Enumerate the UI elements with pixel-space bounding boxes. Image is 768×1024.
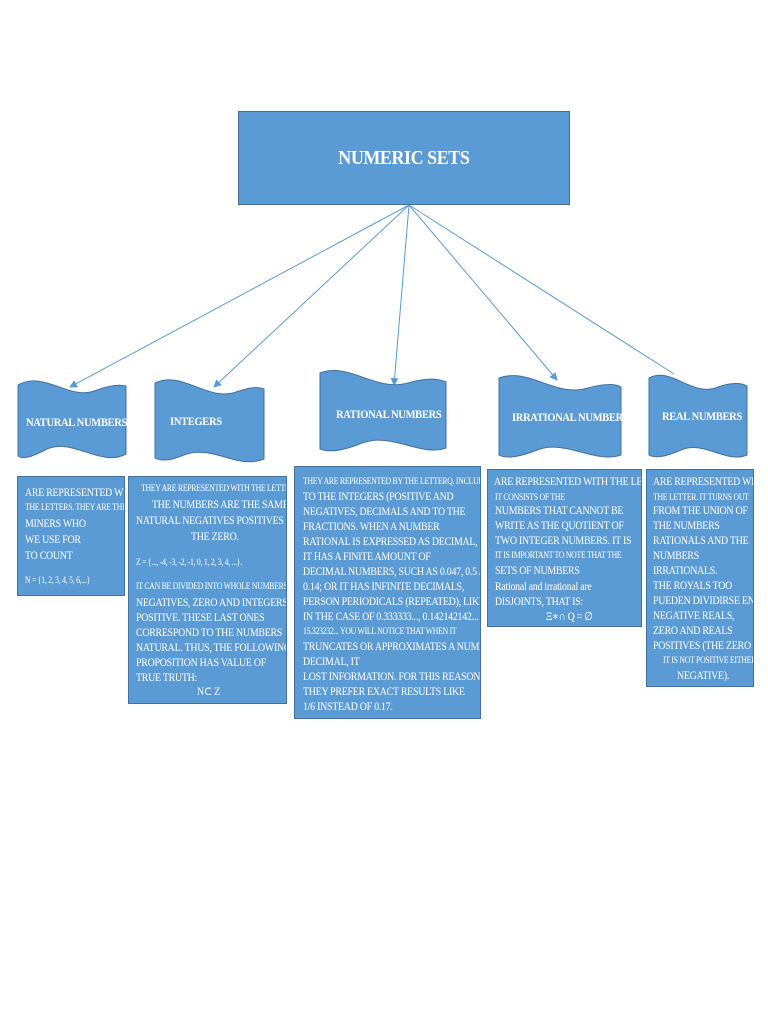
irrational-numbers-description: ARE REPRESENTED WITH THE LETTER Q*. IT C… <box>487 469 642 627</box>
text-line: THEY ARE REPRESENTED BY THE LETTERQ. INC… <box>303 476 481 486</box>
connectors <box>69 204 675 388</box>
diagram-title: NUMERIC SETS <box>338 146 470 169</box>
text-line: PUEDEN DIVIDIRSE EN <box>653 595 754 607</box>
text-line: NEGATIVE REALS, <box>653 610 735 622</box>
banner-rational-numbers <box>319 370 447 452</box>
text-line: THE NUMBERS ARE THE SAME <box>152 499 287 511</box>
text-line: 15.323232... YOU WILL NOTICE THAT WHEN I… <box>303 626 457 636</box>
text-line: TWO INTEGER NUMBERS. IT IS <box>495 535 632 547</box>
text-line: ARE REPRESENTED WITH THE LETTER Q*. <box>494 476 642 488</box>
text-line: IRRATIONALS. <box>653 565 718 577</box>
text-line: 1/6 INSTEAD OF 0.17. <box>303 701 393 713</box>
connector-real-numbers <box>408 204 675 375</box>
text-line: IT IS NOT POSITIVE EITHER <box>663 655 754 665</box>
text-line: ZERO AND REALS <box>653 625 733 637</box>
text-line: CORRESPOND TO THE NUMBERS <box>136 627 283 639</box>
text-line: Z = {..., -4, -3, -2, -1, 0, 1, 2, 3, 4,… <box>136 557 242 567</box>
label-real-numbers: REAL NUMBERS <box>662 409 742 423</box>
text-line: IT HAS A FINITE AMOUNT OF <box>303 551 431 563</box>
title-box: NUMERIC SETS <box>238 111 570 205</box>
text-line: ARE REPRESENTED WITH <box>25 487 124 499</box>
category-banners <box>17 370 748 463</box>
connector-irrational-numbers <box>408 204 558 381</box>
connector-rational-numbers <box>390 204 410 386</box>
text-line: Rational and irrational are <box>495 581 592 593</box>
text-line: THE ZERO. <box>191 531 239 543</box>
text-line: RATIONAL IS EXPRESSED AS DECIMAL, <box>303 536 478 548</box>
text-line: NATURAL NEGATIVES POSITIVES , AND <box>136 515 286 527</box>
text-line: NEGATIVES, DECIMALS AND TO THE <box>303 506 466 518</box>
text-line: IT CONSISTS OF THE <box>495 492 565 502</box>
text-line: N = {1, 2, 3, 4, 5, 6,...} <box>25 575 90 585</box>
text-line: ARE REPRESENTED WITH <box>653 476 754 488</box>
natural-numbers-description: ARE REPRESENTED WITH THE LETTERS. THEY A… <box>17 476 125 596</box>
banner-irrational-numbers <box>498 375 622 458</box>
text-line: IT CAN BE DIVIDED INTO WHOLE NUMBERS <box>136 581 287 591</box>
text-line: THE LETTER. IT TURNS OUT <box>653 492 749 502</box>
text-line: NEGATIVES, ZERO AND INTEGERS <box>136 597 287 609</box>
text-line: FROM THE UNION OF <box>653 505 748 517</box>
rational-numbers-description: THEY ARE REPRESENTED BY THE LETTERQ. INC… <box>294 466 481 719</box>
text-line: LOST INFORMATION. FOR THIS REASON <box>303 671 481 683</box>
text-line: FRACTIONS. WHEN A NUMBER <box>303 521 440 533</box>
integers-description: THEY ARE REPRESENTED WITH THE LETTERZ. T… <box>128 476 287 704</box>
text-line: NUMBERS THAT CANNOT BE <box>495 505 624 517</box>
connector-natural-numbers <box>69 204 410 388</box>
text-line: THE LETTERS. THEY ARE THE <box>25 502 125 512</box>
text-line: IT IS IMPORTANT TO NOTE THAT THE <box>495 550 622 560</box>
label-rational-numbers: RATIONAL NUMBERS <box>336 407 442 421</box>
text-line: 0.14; OR IT HAS INFINITE DECIMALS, <box>303 581 465 593</box>
banner-natural-numbers <box>17 380 127 459</box>
text-line: DISJOINTS, THAT IS: <box>495 596 583 608</box>
text-line: RATIONALS AND THE <box>653 535 749 547</box>
text-line: WE USE FOR <box>25 534 81 546</box>
text-line: IN THE CASE OF 0.333333..., 0.142142142.… <box>303 611 481 623</box>
text-line: PROPOSITION HAS VALUE OF <box>136 657 267 669</box>
text-line: TRUNCATES OR APPROXIMATES A NUMBER <box>303 641 481 653</box>
text-line: NEGATIVE). <box>677 670 730 682</box>
text-line: DECIMAL NUMBERS, SUCH AS 0.047, 0.5 AND <box>303 566 481 578</box>
text-line: THEY PREFER EXACT RESULTS LIKE <box>303 686 465 698</box>
text-line: NUMBERS <box>653 550 700 562</box>
label-irrational-numbers: IRRATIONAL NUMBERS <box>512 410 629 424</box>
text-line: WRITE AS THE QUOTIENT OF <box>495 520 624 532</box>
text-line: TO THE INTEGERS (POSITIVE AND <box>303 491 454 503</box>
text-line: SETS OF NUMBERS <box>495 565 580 577</box>
label-integers: INTEGERS <box>170 414 222 428</box>
text-line: Ξ∗∩ Q = ∅ <box>546 611 593 623</box>
text-line: TO COUNT <box>25 550 73 562</box>
text-line: MINERS WHO <box>25 518 86 530</box>
text-line: POSITIVES (THE ZERO <box>653 640 751 652</box>
text-line: N⊂ Z <box>197 686 220 698</box>
banner-integers <box>154 379 265 463</box>
text-line: PERSON PERIODICALS (REPEATED), LIKE <box>303 596 481 608</box>
real-numbers-description: ARE REPRESENTED WITH THE LETTER. IT TURN… <box>646 469 754 687</box>
connector-integers <box>213 204 410 388</box>
text-line: THE NUMBERS <box>653 520 720 532</box>
text-line: THEY ARE REPRESENTED WITH THE LETTERZ. <box>141 483 287 493</box>
text-line: TRUE TRUTH: <box>136 672 197 684</box>
text-line: DECIMAL, IT <box>303 656 360 668</box>
label-natural-numbers: NATURAL NUMBERS <box>26 415 128 429</box>
text-line: THE ROYALS TOO <box>653 580 732 592</box>
text-line: POSITIVE. THESE LAST ONES <box>136 612 265 624</box>
text-line: NATURAL. THUS, THE FOLLOWING <box>136 642 287 654</box>
banner-real-numbers <box>648 374 748 458</box>
